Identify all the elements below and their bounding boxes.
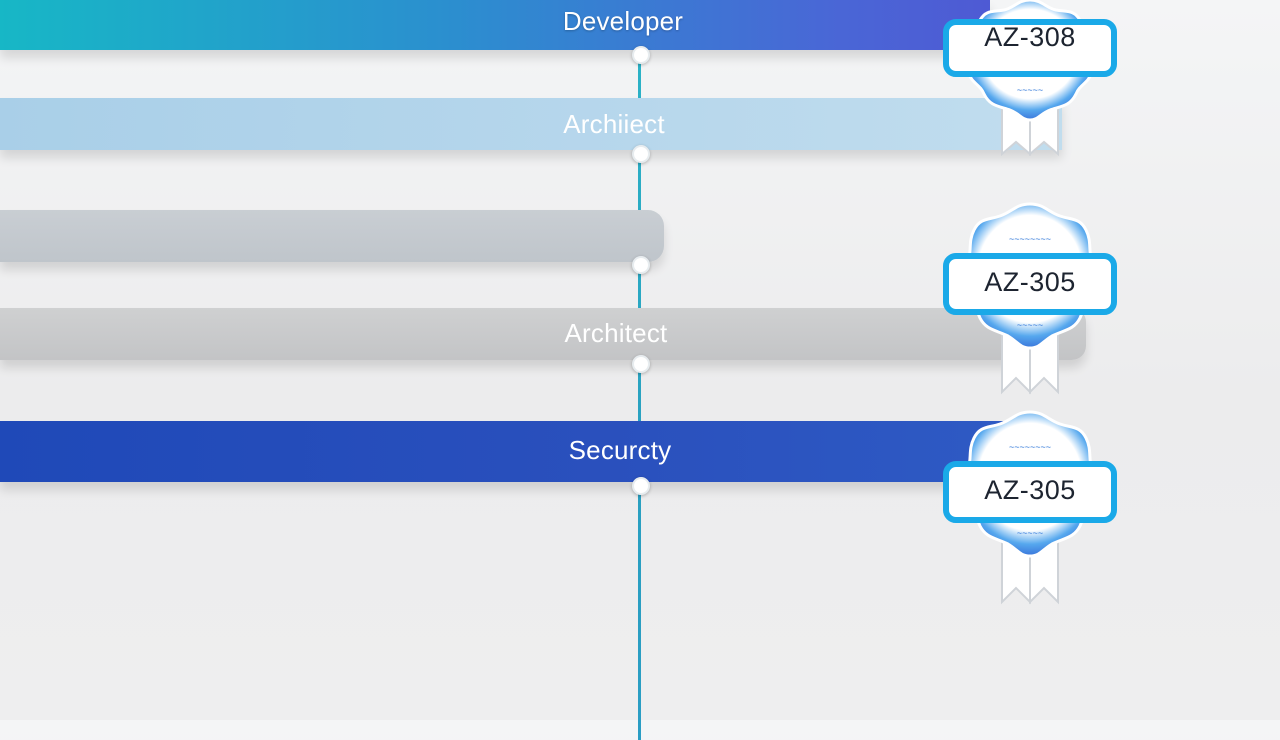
timeline-node-architect-light (632, 145, 650, 163)
svg-text:~~~~~: ~~~~~ (1017, 320, 1043, 330)
unlabeled-bar (0, 210, 664, 262)
developer-bar: Developer (0, 0, 990, 50)
svg-text:~~~~~~~~: ~~~~~~~~ (1009, 234, 1051, 244)
svg-text:~~~~~~~~: ~~~~~~~~ (1009, 442, 1051, 452)
certification-timeline: Developer Archiiect Architect Securcty (0, 0, 1118, 740)
architect-label-light: Archiiect (563, 109, 665, 139)
architect-bar-light: Archiiect (0, 98, 1062, 150)
badge-seal-icon: ~~~~~~~~ ~~~~~ (943, 410, 1117, 605)
timeline-node-security (632, 477, 650, 495)
badge-code-2: AZ-305 (984, 267, 1076, 297)
badge-seal-icon: ~~~~~~~~ ~~~~~ (943, 202, 1117, 395)
timeline-node-architect (632, 355, 650, 373)
certification-badge-2: ~~~~~~~~ ~~~~~ AZ-305 (942, 200, 1118, 400)
timeline-axis (638, 40, 641, 740)
badge-code-1: AZ-308 (984, 22, 1076, 52)
badge-seal-icon: ~~~~~ (943, 0, 1117, 157)
badge-code-3: AZ-305 (984, 475, 1076, 505)
architect-label: Architect (564, 318, 668, 348)
timeline-node-unlabeled (632, 256, 650, 274)
architect-bar: Architect (0, 308, 1086, 360)
certification-badge-3: ~~~~~~~~ ~~~~~ AZ-305 (942, 408, 1118, 608)
certification-badge-1: ~~~~~ AZ-308 (942, 0, 1118, 194)
svg-text:~~~~~: ~~~~~ (1017, 85, 1043, 95)
timeline-node-developer (632, 46, 650, 64)
developer-label: Developer (562, 6, 684, 36)
svg-text:~~~~~: ~~~~~ (1017, 528, 1043, 538)
security-bar: Securcty (0, 421, 1010, 482)
security-label: Securcty (568, 435, 672, 465)
